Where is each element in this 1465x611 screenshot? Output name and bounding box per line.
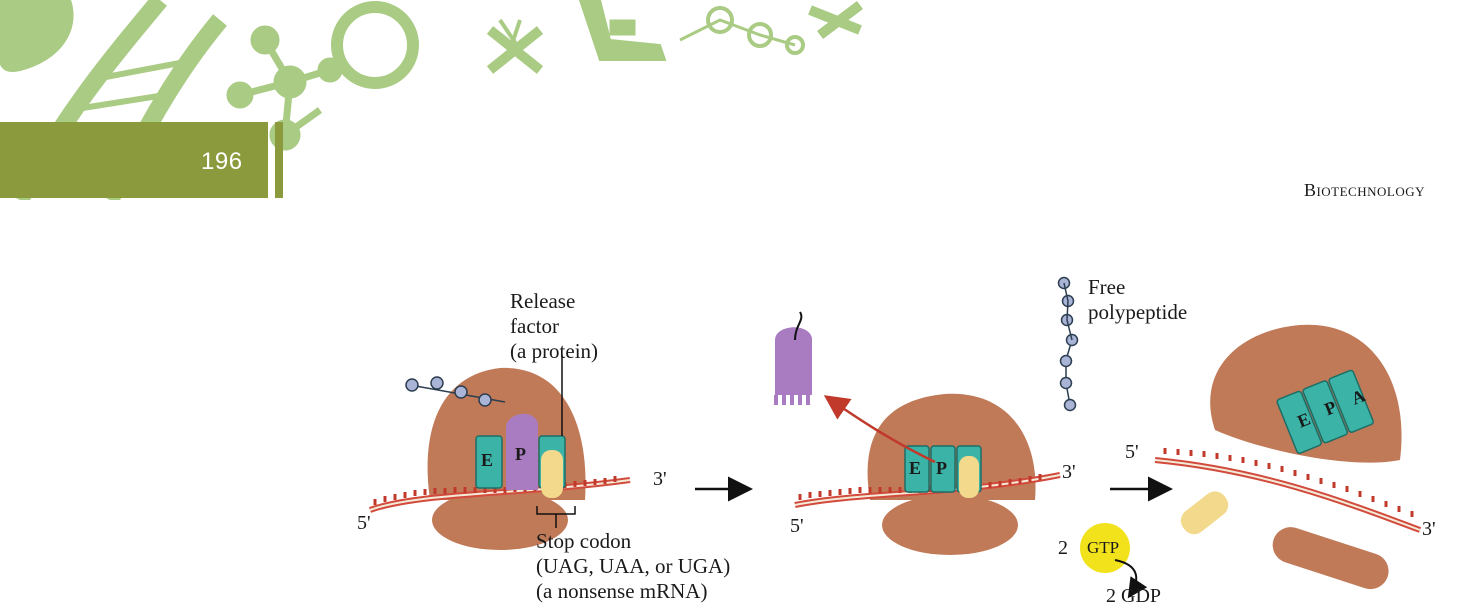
site-p-label-1: P — [515, 444, 526, 464]
gtp-label: GTP — [1087, 538, 1120, 557]
running-title: Biotechnology — [1303, 180, 1425, 200]
free-polypeptide — [1057, 276, 1079, 412]
header-divider — [275, 122, 283, 198]
released-trna — [775, 327, 812, 395]
release-factor — [541, 450, 563, 498]
gtp-count: 2 — [1058, 537, 1068, 559]
free-release-factor — [1180, 491, 1229, 535]
panel-release — [774, 276, 1079, 555]
page-number: 196 — [201, 148, 243, 175]
page-number-tab — [0, 122, 268, 198]
five-prime-label-3: 5' — [1125, 441, 1139, 463]
polypeptide-chain — [405, 376, 506, 407]
free-polypeptide-label: Free polypeptide — [1088, 275, 1188, 324]
release-factor-label: Release factor (a protein) — [510, 289, 599, 363]
gdp-label: 2 GDP — [1106, 585, 1162, 607]
five-prime-label-2: 5' — [790, 515, 804, 537]
site-p-label-2: P — [936, 458, 947, 478]
stop-codon-label: Stop codon (UAG, UAA, or UGA) (a nonsens… — [536, 529, 731, 603]
site-e-label-2: E — [909, 458, 922, 478]
three-prime-label-2: 3' — [1062, 461, 1076, 483]
three-prime-label-1: 3' — [653, 468, 667, 490]
panel-dissociation — [1154, 324, 1422, 590]
peptidyl-trna — [506, 413, 538, 490]
three-prime-label-3: 3' — [1422, 518, 1436, 540]
small-subunit — [432, 490, 568, 550]
site-e-label-1: E — [481, 450, 494, 470]
panel-stop-codon — [368, 355, 631, 550]
five-prime-label-1: 5' — [357, 512, 371, 534]
